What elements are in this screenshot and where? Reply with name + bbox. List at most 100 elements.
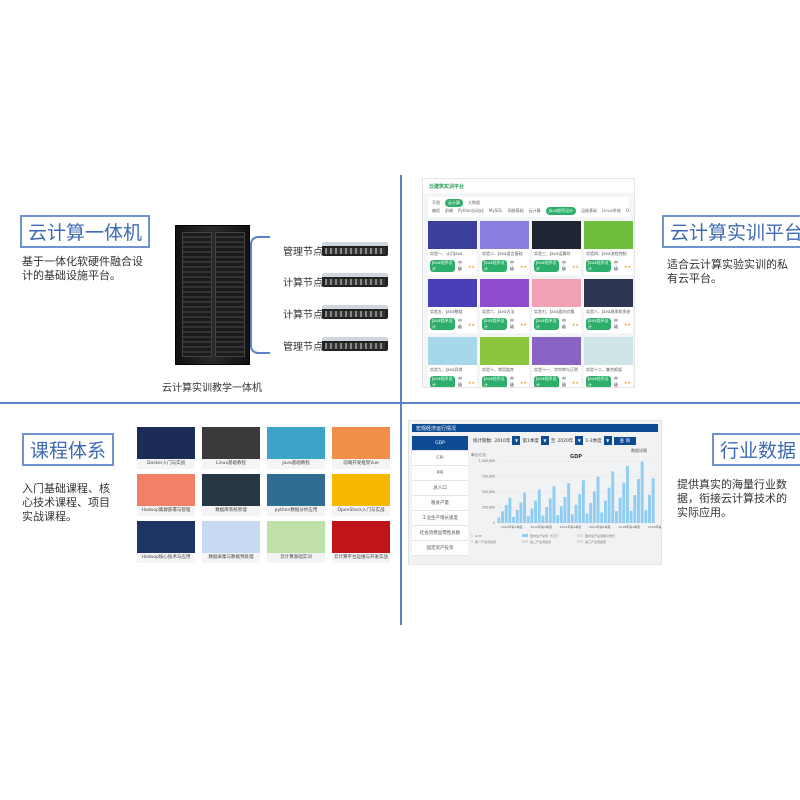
card-footer: Java程序设计中级★★ (482, 318, 527, 330)
filter-tag[interactable]: 不限 (432, 200, 440, 205)
card-title: 实验四、Java流程控制 (586, 251, 627, 256)
server-icon (322, 305, 388, 319)
course-tile[interactable]: Hadoop集群部署与管理 (137, 474, 195, 516)
gdp-bar (600, 512, 604, 523)
card-level: 中级 (509, 376, 514, 387)
from-year[interactable]: 2010年 (494, 438, 511, 444)
gdp-bar (603, 500, 607, 523)
filter-tag[interactable]: Java程序设计 (545, 207, 577, 215)
filter-tag[interactable]: 编程 (432, 208, 440, 213)
legend-label: 第三产业增加值 (585, 539, 606, 544)
legend-label: 第一产业增加值 (475, 539, 496, 544)
filter-tag[interactable]: 云计算 (528, 208, 541, 213)
filter-tag[interactable]: 云计算 (445, 199, 463, 207)
card-tag: Java程序设计 (430, 260, 455, 272)
menu-item[interactable]: CPI (412, 451, 468, 466)
menu-item[interactable]: GDP (412, 436, 468, 451)
y-tick-label: 250,000 (482, 506, 495, 510)
gdp-bar (592, 491, 596, 523)
data-header: 宏观经济运行情况 (412, 424, 658, 432)
course-tile[interactable]: Docker入门与实战 (137, 427, 195, 469)
filter-tag[interactable]: OpenStack (625, 208, 629, 213)
from-quarter[interactable]: 第1季度 (522, 438, 539, 444)
star-icon: ★★ (571, 263, 579, 269)
filter-tag[interactable]: 大数据 (468, 200, 480, 205)
course-tile[interactable]: 数据采集与数据预处理 (202, 521, 260, 563)
star-icon: ★★ (519, 321, 527, 327)
filter-tag[interactable]: 运维基础 (581, 208, 598, 213)
course-tile[interactable]: 数据库系统原理 (202, 474, 260, 516)
gdp-bar (515, 509, 519, 523)
card-footer: Java程序设计中级★★ (482, 376, 527, 387)
course-tile[interactable]: Java基础教程 (267, 427, 325, 469)
course-tile[interactable]: OpenStack入门与实战 (332, 474, 390, 516)
card-footer: Java程序设计中级★★ (430, 260, 475, 272)
gdp-bar (578, 494, 582, 523)
card-title: 实验三、Java运算符 (534, 251, 571, 256)
menu-item[interactable]: 总人口 (412, 481, 468, 496)
course-tile[interactable]: Hadoop核心技术与应用 (137, 521, 195, 563)
legend-label: 国内生产总值（亿元） (530, 533, 560, 538)
card-tag: Java程序设计 (534, 318, 559, 330)
dropdown-icon[interactable]: ▼ (512, 436, 521, 445)
card-tag: Java程序设计 (430, 318, 455, 330)
gdp-bar (559, 506, 563, 523)
filter-tag[interactable]: Linux系统 (602, 208, 621, 213)
card-image (480, 221, 529, 249)
course-tile[interactable]: 前端开发框架Vue (332, 427, 390, 469)
export-link[interactable]: 数据详情 (631, 448, 647, 453)
brace-connector (250, 236, 270, 354)
filter-tag[interactable]: 网络基础 (507, 208, 524, 213)
legend-label: 第二产业增加值 (530, 539, 551, 544)
menu-item[interactable]: 粮食产量 (412, 496, 468, 511)
to-year[interactable]: 2020年 (557, 438, 574, 444)
card-title: 实验五、Java数组 (430, 309, 463, 314)
course-image (137, 474, 195, 506)
menu-item[interactable]: PPI (412, 466, 468, 481)
course-label: Linux基础教程 (202, 459, 260, 469)
section-title-data: 行业数据 (712, 433, 800, 466)
menu-item[interactable]: 工业生产增长速度 (412, 511, 468, 526)
node-label: 管理节点 (283, 342, 323, 353)
gdp-bar (637, 478, 640, 523)
query-button[interactable]: 查 询 (613, 436, 637, 445)
dropdown-icon[interactable]: ▼ (540, 436, 549, 445)
course-tile[interactable]: 云计算基础实训 (267, 521, 325, 563)
course-tile[interactable]: 云计算平台运维与开发实战 (332, 521, 390, 563)
card-image (584, 221, 633, 249)
card-tag: Java程序设计 (586, 260, 611, 272)
gdp-bar (644, 510, 648, 523)
gdp-bar (611, 471, 615, 523)
card-level: 中级 (613, 318, 618, 329)
menu-item[interactable]: 社会消费品零售总额 (412, 526, 468, 541)
filter-tag[interactable]: MySQL (488, 208, 503, 213)
card-title: 实验一、认识Java (430, 251, 463, 256)
filter-tag[interactable]: 前端 (445, 208, 453, 213)
course-image (202, 474, 260, 506)
card-level: 中级 (613, 260, 618, 271)
server-icon (322, 273, 388, 287)
course-tile[interactable]: Linux基础教程 (202, 427, 260, 469)
gdp-bar (581, 480, 585, 523)
dropdown-icon[interactable]: ▼ (603, 436, 612, 445)
course-tile[interactable]: python数据分析应用 (267, 474, 325, 516)
dropdown-icon[interactable]: ▼ (575, 436, 584, 445)
card-tag: Java程序设计 (430, 376, 455, 387)
filter-tag[interactable]: Python自动化 (458, 208, 484, 213)
course-label: 前端开发框架Vue (332, 459, 390, 469)
menu-item[interactable]: 固定资产投资 (412, 541, 468, 556)
to-quarter[interactable]: 1-3季度 (585, 438, 602, 444)
